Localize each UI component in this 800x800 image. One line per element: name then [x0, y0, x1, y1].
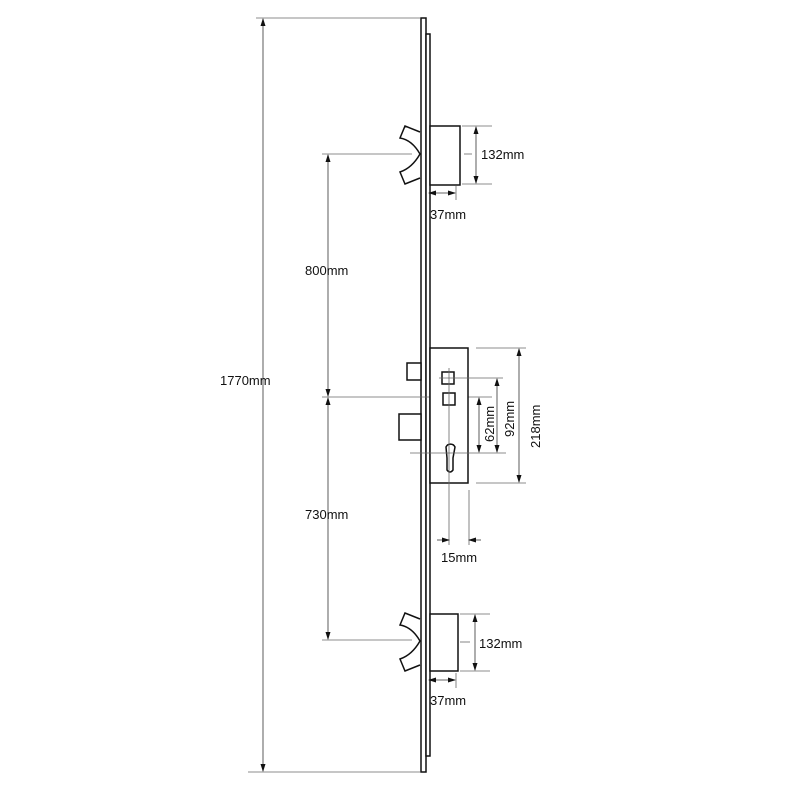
bottom-hook-keep [398, 612, 459, 672]
euro-cylinder-keyhole [445, 443, 456, 473]
hook-centres-dimensions [322, 153, 492, 641]
overall-length-label: 1770mm [220, 373, 271, 388]
top-keep-dimensions [428, 125, 492, 200]
top-keep-depth-label: 37mm [430, 207, 466, 222]
backset-label: 15mm [441, 550, 477, 565]
case-dimensions [410, 347, 526, 545]
faceplate [420, 17, 431, 773]
latch [406, 362, 422, 381]
bottom-keep-dimensions [428, 613, 490, 688]
deadbolt [398, 413, 422, 441]
centres-62-label: 62mm [482, 406, 497, 442]
case-height-label: 218mm [528, 405, 543, 448]
top-to-center-label: 800mm [305, 263, 348, 278]
bottom-keep-height-label: 132mm [479, 636, 522, 651]
centres-92-label: 92mm [502, 401, 517, 437]
center-to-bottom-label: 730mm [305, 507, 348, 522]
lock-case [398, 347, 469, 545]
overall-length-dimension [248, 17, 420, 773]
bottom-keep-depth-label: 37mm [430, 693, 466, 708]
top-hook-keep [398, 125, 461, 186]
top-keep-height-label: 132mm [481, 147, 524, 162]
